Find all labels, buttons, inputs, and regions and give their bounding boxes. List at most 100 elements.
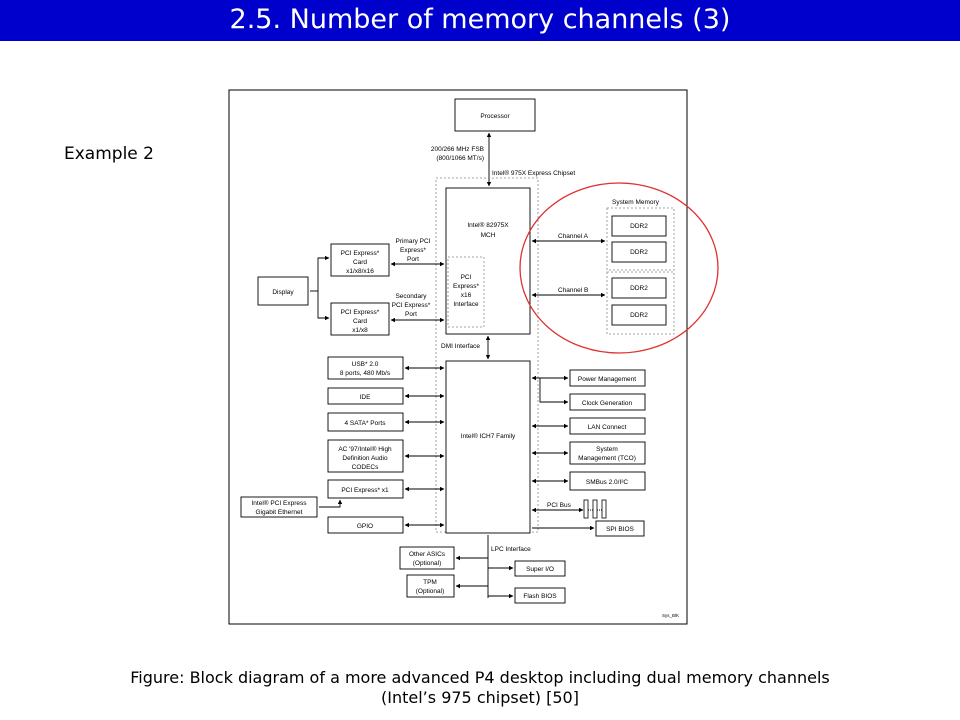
pci-slots-icon xyxy=(583,499,607,519)
pcie-iface-1: PCI xyxy=(461,274,472,281)
card1-3: x1/x8/x16 xyxy=(346,268,374,275)
spi-bios-box xyxy=(595,520,645,537)
card2-1: PCI Express* xyxy=(341,309,380,316)
lan-label: LAN Connect xyxy=(588,424,627,431)
sys-mgmt-box xyxy=(569,441,646,465)
ddr2-a2 xyxy=(611,241,667,263)
system-memory-label: System Memory xyxy=(612,199,660,206)
sys-mgmt-2: Management (TCO) xyxy=(578,455,636,462)
super-io-box xyxy=(514,560,566,577)
power-mgmt-box xyxy=(569,369,646,387)
mch-label-1: Intel® 82975X xyxy=(467,221,509,229)
caption-line-1: Figure: Block diagram of a more advanced… xyxy=(130,668,830,687)
lpc-label: LPC Interface xyxy=(491,546,531,553)
ac97-1: AC '97/Intel® High xyxy=(338,445,392,453)
sys-mgmt-1: System xyxy=(596,446,618,453)
smbus-label: SMBus 2.0/I²C xyxy=(586,479,629,486)
title-bar xyxy=(0,0,960,41)
sata-label: 4 SATA* Ports xyxy=(345,420,387,427)
card1-2: Card xyxy=(353,259,367,266)
ddr2-a1-label: DDR2 xyxy=(630,223,648,230)
ddr2-a2-label: DDR2 xyxy=(630,249,648,256)
card1-1: PCI Express* xyxy=(341,250,380,257)
figure-caption: Figure: Block diagram of a more advanced… xyxy=(40,668,920,708)
pcie-x1-label: PCI Express* x1 xyxy=(341,487,389,494)
tpm-1: TPM xyxy=(423,579,437,586)
ide-box xyxy=(327,387,404,405)
ac97-3: CODECs xyxy=(352,464,379,471)
mch-box xyxy=(445,187,531,335)
processor-label: Processor xyxy=(480,113,510,120)
pcie-iface-3: x16 xyxy=(461,292,472,299)
ac97-box xyxy=(327,439,404,473)
primary-port-3: Port xyxy=(407,256,419,263)
usb-1: USB* 2.0 xyxy=(352,361,379,368)
flash-bios-label: Flash BIOS xyxy=(523,593,557,600)
ddr2-b2 xyxy=(611,304,667,326)
super-io-label: Super I/O xyxy=(526,566,554,573)
dual-channel-highlight xyxy=(519,182,719,354)
gpio-label: GPIO xyxy=(357,523,373,530)
ddr2-b1 xyxy=(611,277,667,299)
pcie-iface-4: Interface xyxy=(453,301,479,308)
ac97-2: Definition Audio xyxy=(342,455,388,462)
clock-gen-label: Clock Generation xyxy=(582,400,633,407)
display-links xyxy=(317,255,330,321)
pcie-x1-box xyxy=(327,479,404,499)
gbe-2: Gigabit Ethernet xyxy=(256,509,303,516)
gbe-box xyxy=(240,496,318,518)
memory-group-b xyxy=(606,271,675,335)
pci-bus-label: PCI Bus xyxy=(547,502,572,509)
spi-bios-label: SPI BIOS xyxy=(606,526,634,533)
clock-gen-link xyxy=(539,378,569,405)
power-mgmt-label: Power Management xyxy=(578,376,636,383)
display-box xyxy=(257,276,309,306)
ddr2-a1 xyxy=(611,215,667,237)
example-label: Example 2 xyxy=(64,144,154,164)
gpio-box xyxy=(327,516,404,534)
flash-bios-box xyxy=(514,587,566,604)
usb-box xyxy=(327,356,404,380)
fsb-label-1: 200/266 MHz FSB xyxy=(431,146,484,153)
other-asics-box xyxy=(399,546,455,570)
tpm-box xyxy=(406,574,455,598)
ddr2-b1-label: DDR2 xyxy=(630,285,648,292)
primary-port-1: Primary PCI xyxy=(395,238,430,245)
usb-2: 8 ports, 480 Mb/s xyxy=(340,370,391,377)
clock-gen-box xyxy=(569,393,646,411)
ich7-box xyxy=(445,360,531,534)
pcie-card-1 xyxy=(330,243,390,277)
mch-label-2: MCH xyxy=(481,232,496,239)
secondary-port-2: PCI Express* xyxy=(392,302,431,309)
gbe-link xyxy=(319,499,343,508)
pcie-interface-box xyxy=(447,256,485,328)
chipset-label: Intel® 975X Express Chipset xyxy=(492,169,575,177)
secondary-port-3: Port xyxy=(405,311,417,318)
tpm-2: (Optional) xyxy=(416,588,445,595)
channel-b-label: Channel B xyxy=(558,287,588,294)
other-asics-1: Other ASICs xyxy=(409,551,446,558)
lan-box xyxy=(569,417,646,435)
slide-title: 2.5. Number of memory channels (3) xyxy=(229,4,731,35)
ide-label: IDE xyxy=(360,394,372,401)
figure-frame xyxy=(228,89,688,625)
ich7-label: Intel® ICH7 Family xyxy=(461,432,516,440)
channel-a-label: Channel A xyxy=(558,233,589,240)
secondary-port-1: Secondary xyxy=(395,293,427,300)
card2-2: Card xyxy=(353,318,367,325)
fsb-label-2: (800/1066 MT/s) xyxy=(436,155,484,162)
display-label: Display xyxy=(272,289,294,296)
ddr2-b2-label: DDR2 xyxy=(630,312,648,319)
card2-3: x1/x8 xyxy=(352,327,368,334)
memory-group-a xyxy=(606,207,675,271)
other-asics-2: (Optional) xyxy=(413,560,442,567)
smbus-box xyxy=(569,471,646,491)
caption-line-2: (Intel’s 975 chipset) [50] xyxy=(381,688,579,707)
processor-box xyxy=(454,98,536,132)
gbe-1: Intel® PCI Express xyxy=(251,499,307,507)
pcie-iface-2: Express* xyxy=(453,283,479,290)
primary-port-2: Express* xyxy=(400,247,426,254)
sata-box xyxy=(327,412,404,432)
figure-id: Sys_BlK xyxy=(662,613,679,618)
dmi-label: DMI Interface xyxy=(441,343,480,350)
